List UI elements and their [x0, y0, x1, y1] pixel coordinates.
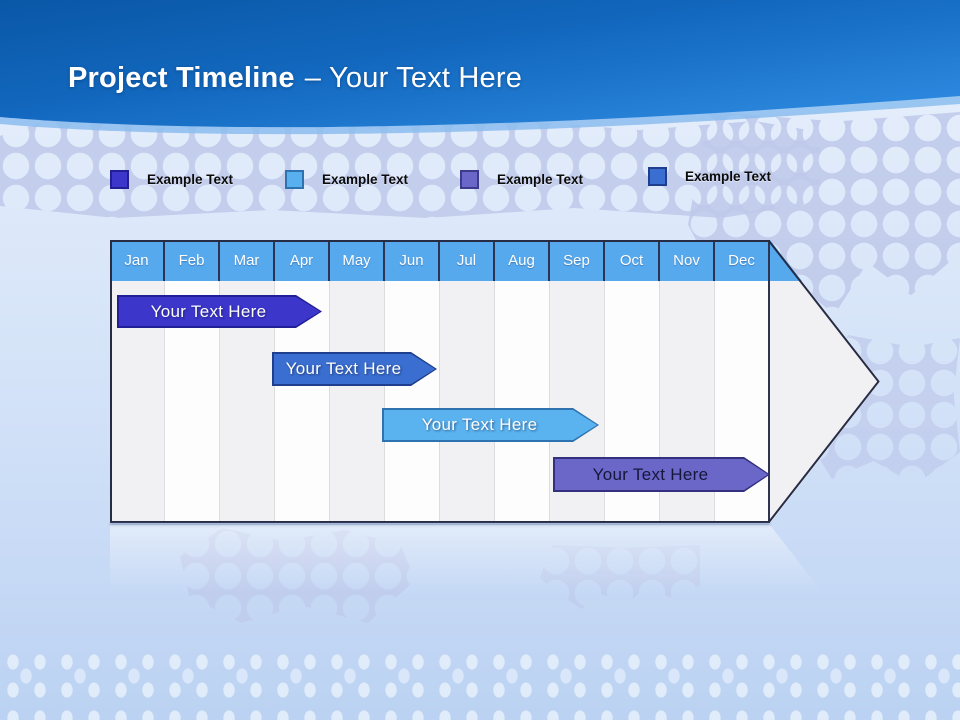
month-header-cell-jan: Jan	[110, 240, 165, 281]
legend-item: Example Text	[648, 166, 771, 186]
world-map-pattern	[180, 528, 415, 623]
task-bar-label: Your Text Here	[150, 301, 267, 321]
grid-column-may	[330, 281, 385, 523]
month-header-cell-oct: Oct	[605, 240, 660, 281]
task-bar-row4: Your Text Here	[553, 457, 770, 492]
chart-shadow	[110, 523, 770, 526]
header-wave-graphic	[0, 0, 960, 135]
task-bar-label: Your Text Here	[285, 359, 402, 378]
task-bar-fill: Your Text Here	[555, 459, 768, 490]
legend-swatch	[460, 169, 479, 189]
header-banner	[0, 0, 960, 150]
month-header-cell-feb: Feb	[165, 240, 220, 281]
legend-swatch	[285, 169, 304, 189]
legend-label: Example Text	[322, 171, 409, 187]
month-header-cell-mar: Mar	[220, 240, 275, 281]
slide-title: Project Timeline–Your Text Here	[68, 62, 522, 95]
task-bar-row3: Your Text Here	[382, 408, 599, 442]
task-bar-label: Your Text Here	[592, 464, 709, 484]
month-header-cell-apr: Apr	[275, 240, 330, 281]
month-header-cell-jul: Jul	[440, 240, 495, 281]
month-header-cell-sep: Sep	[550, 240, 605, 281]
month-header-cell-nov: Nov	[660, 240, 715, 281]
month-header-cell-aug: Aug	[495, 240, 550, 281]
grid-column-jun	[385, 281, 440, 523]
legend-swatch	[648, 166, 667, 186]
legend-item: Example Text	[110, 169, 233, 189]
slide-title-main: Project Timeline	[68, 62, 295, 94]
legend-label: Example Text	[497, 171, 584, 187]
slide-title-placeholder: Your Text Here	[329, 62, 523, 94]
arrowhead-divider-line	[768, 240, 770, 523]
legend-label: Example Text	[147, 171, 234, 187]
world-map-pattern	[0, 118, 820, 218]
task-bar-row1: Your Text Here	[117, 295, 322, 328]
task-bar-fill: Your Text Here	[274, 354, 435, 384]
grid-column-aug	[495, 281, 550, 523]
legend-item: Example Text	[285, 169, 408, 189]
legend-label: Example Text	[685, 168, 772, 184]
task-bar-fill: Your Text Here	[384, 410, 597, 440]
task-bar-fill: Your Text Here	[119, 297, 320, 326]
legend-swatch	[110, 169, 129, 189]
task-bar-row2: Your Text Here	[272, 352, 437, 386]
bottom-dots-pattern	[0, 642, 960, 720]
month-header-cell-may: May	[330, 240, 385, 281]
grid-column-jul	[440, 281, 495, 523]
task-bar-label: Your Text Here	[421, 415, 538, 434]
chart-reflection	[110, 525, 832, 605]
month-header-cell-jun: Jun	[385, 240, 440, 281]
slide-title-separator: –	[304, 62, 322, 94]
month-header-cell-dec: Dec	[715, 240, 770, 281]
legend-item: Example Text	[460, 169, 583, 189]
